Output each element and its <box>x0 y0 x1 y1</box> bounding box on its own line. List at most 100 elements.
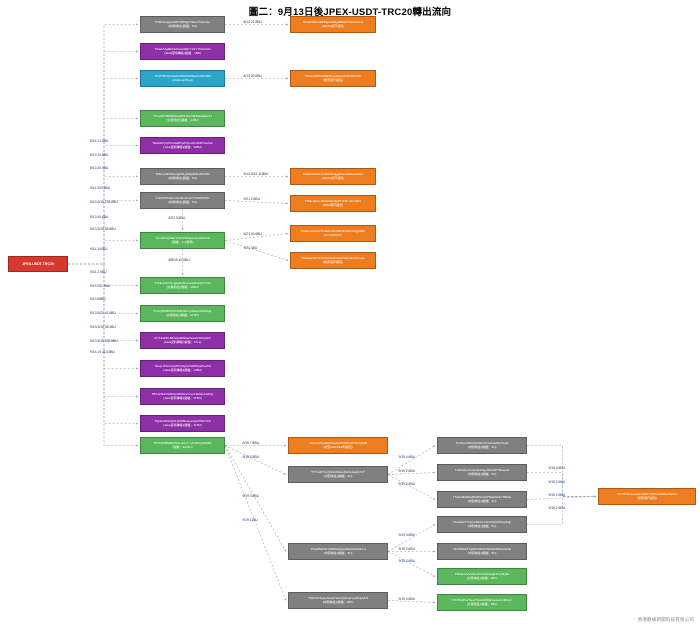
address-node[interactable]: TDEvruSbWGrutgfVRyMdiQFkDsdDVdM(中間地址)(歸屬… <box>140 168 225 185</box>
node-address: TJaXVPtKGkYmK4Rer1G2Y77fa6RrPDz <box>155 196 210 201</box>
address-node[interactable]: TQj1kxZKKqk34.4FM6hseeUqAsHWCX29(Java資料轉… <box>140 415 225 432</box>
node-address: TH4bJohLLJ9rwRnEcbte7FYFHm1Pyr6nS <box>304 199 362 204</box>
address-node[interactable]: TBTvdTsdYoM4Cp3DSDnvYxsxJJEPqUsbdrQr(Jav… <box>140 388 225 405</box>
node-address: TELXB2GXTqGDzrMVdnTEGFDWhGdamE <box>452 547 512 552</box>
edge-label: 9/14-19 413.6BU <box>90 349 115 354</box>
address-node[interactable]: TLWtSAvvVxvbufsGNqyz6GTaPT.8LqnInt(中間地址)… <box>437 464 527 481</box>
address-node[interactable]: TXGQjSkMHK6OGkBJSKCyzkEupVAsNAgL(交易地址)(歸… <box>140 305 225 322</box>
address-node[interactable]: TDVtTfPUjJetzkdxVSGP3AS9pG1hDFW8i(Unknow… <box>140 70 225 87</box>
address-node[interactable]: TAvVeArVYGGrVZE1rLYdnvhQb4OHwyDqp(中間地址)(… <box>437 516 527 533</box>
node-address: TSDVKX1QnyTemxTtwrKqVDsarVy2SNpUFS <box>307 596 369 601</box>
address-node[interactable]: TH4bJohLLJ9rwRnEcbte7FYFHm1Pyr6nS(OKX用戶錢… <box>290 195 376 212</box>
node-note: (Java資料轉帳)(歸屬：M BU) <box>163 395 202 400</box>
address-node[interactable]: TCE1nvnFsbCTLGRKsrknpSKNbdaYGVQgd9kn(ZYC… <box>290 225 376 242</box>
flow-edge <box>224 445 287 475</box>
address-node[interactable]: TSDVKX1QnyTemxTtwrKqVDsarVy2SNpUFS(中間地址)… <box>288 592 388 609</box>
node-note: (交易地址)(歸屬：4t BU) <box>166 117 199 122</box>
node-address: TDEvruSbWGrutgfVRyMdiQFkDsdDVdM <box>155 172 210 177</box>
address-node[interactable]: TS4sUUyjMkJdofAwqVjEFY1GYTtACswiG(Java資料… <box>140 43 225 60</box>
node-note: (Java資料轉帳)(歸屬：14BU) <box>163 367 202 372</box>
address-node[interactable]: TCUcUtYqp4RKOseSAHVWFloRhXzzQQiB(幣安atFic… <box>288 437 388 454</box>
edge-label: 9/19 2.6BU <box>398 559 416 563</box>
flow-edge <box>68 77 139 265</box>
node-address: TGYRYFmvupqG1rQEF7QHG tGBBqfVbGn1 <box>617 492 677 497</box>
node-address: TS4sUUyjMkJdofAwqVjEFY1GYTtACswiG <box>154 47 211 52</box>
node-note: (交易地址)(歸屬：11BU) <box>166 284 199 289</box>
address-node[interactable]: TGXmvCDbn3JsUkmHmsiCasWLTGq9t(中間地址)(歸屬：3… <box>437 437 527 454</box>
address-node[interactable]: TGYRYFmvupqG1rQEF7QHG tGBBqfVbGn1(幣安用戶錢包… <box>598 488 696 505</box>
edge-label: 9/19 2.6BU <box>398 468 416 473</box>
node-address: TGXmvCDbn3JsUkmHmsiCasWLTGq9t <box>455 441 509 446</box>
page-title: 圖二：9月13日後JPEX-USDT-TRC20轉出流向 <box>248 7 452 18</box>
node-address: TCUcUtYqp4RKOseSAHVWFloRhXzzQQiB <box>309 441 367 446</box>
flow-edge <box>68 199 139 265</box>
edge-label: 9/19 2.6BU <box>398 546 416 551</box>
flow-edge <box>387 551 436 577</box>
address-node[interactable]: TsYb1wDFUEPszQZMkkwVeruZsXFbaXpF(Java資料轉… <box>140 332 225 349</box>
node-address: TBTvdTsdYoM4Cp3DSDnvYxsxJJEPqUsbdrQr <box>151 392 214 397</box>
edge-label: 9/19 3.6BU <box>242 493 260 498</box>
address-node[interactable]: TzkvpJTZvvvcpvHhnXijxVzSWDKpdVucbN(Java資… <box>140 360 225 377</box>
node-note: (幣安用戶錢包) <box>323 77 343 82</box>
address-node[interactable]: TVNkuoXGYLqgrqkbjbUvnsqkSnFphYzQb(交易地址)(… <box>140 277 225 294</box>
address-node[interactable]: TJaXVPtKGkYmK4Rer1G2Y77fa6RrPDz(中間地址)(歸屬… <box>140 192 225 209</box>
node-note: (OKX用戶錢包) <box>322 202 344 207</box>
edge-label: 9/14-9/21 118BU <box>243 171 269 176</box>
edge-label: 9/19 4.6BU <box>548 466 566 470</box>
node-note: (中間地址)(歸屬：5U) <box>467 471 497 476</box>
node-address: THsGJ3RPhGSRtHLexSGAsTuDMzZVSK <box>305 74 361 79</box>
address-node[interactable]: TWfqJuvVUvdhvd7hudGkwAjjz1Hy5ZyBs(交易地址)(… <box>437 568 527 585</box>
node-note: (Java資料轉帳)(歸屬：1t BU) <box>163 422 202 427</box>
node-address: TVkp8SEXGYeZtWvdngqnE3gSdVwhkJ.4 <box>310 547 366 552</box>
node-note: (UnknownHost) <box>172 77 193 82</box>
node-address: TTTG3rtTrruYjSAtURtwnNGSGkppGTJY <box>311 470 365 475</box>
node-note: (歸屬：1+3資料) <box>171 239 194 244</box>
node-address: TQj1kxZKKqk34.4FM6hseeUqAsHWCX29 <box>154 419 211 424</box>
address-node[interactable]: TFZwCGSGL7mAhrWhQggTuevnSAueGvdxn(MEXC用戶… <box>290 168 376 185</box>
node-address: JPEX-USDT-TRC20 <box>22 261 54 266</box>
node-address: TEsRdtVjYq5XUAVaHqLKXpuzK1dnR72uZwn <box>152 141 213 146</box>
node-note: (中間地址)(歸屬：6U) <box>323 473 353 478</box>
address-node[interactable]: TNGkpu3DT1LRDVGsbJFinAKrSEX1iKNPGuen(幣安用… <box>290 252 376 269</box>
edge-label: 9/21 40.6BU <box>243 232 262 236</box>
flow-edge <box>68 144 139 265</box>
edge-label: 9/19 2.6BU <box>548 493 566 497</box>
node-address: TFZwCGSGL7mAhrWhQggTuevnSAueGvdxn <box>302 172 364 177</box>
address-node[interactable]: TH8rGvUgpqvW87cB6Qj1Y6ieeThAwU1p(中間地址)(歸… <box>140 16 225 33</box>
node-address: TDVtTfPUjJetzkdxVSGP3AS9pG1hDFW8i <box>154 74 211 79</box>
edge-label: 9/19 2.6BU <box>242 455 260 459</box>
edge-label: 9/14 253.6BU <box>90 186 111 191</box>
edge-label: 9/14 140BU <box>90 247 108 252</box>
edge-label: 9/21 2.6BU <box>243 197 261 201</box>
edge-label: 9/13-9/19 68.6BU <box>90 227 116 232</box>
edge-label: 9/19 11BU <box>242 518 258 522</box>
node-note: (中間地址)(歸屬：8U) <box>168 23 197 28</box>
edge-label: 9/19 251.6BU <box>90 283 111 288</box>
address-node[interactable]: TRVQ5dBN8ZLHGiLdssyT nyhzBcQsW8AD(歸屬：22t… <box>140 437 225 454</box>
node-note: (Java資料轉帳)(歸屬：12BU) <box>163 144 202 149</box>
node-note: (幣安用戶錢包) <box>323 259 343 264</box>
address-node[interactable]: THsGJ3RPhGSRtHLexSGAsTuDMzZVSK(幣安用戶錢包) <box>290 70 376 87</box>
node-address: TJKHFyRGvTwuzYfpG4RRQLFedeehJ4R1yC <box>451 598 513 603</box>
flow-edge <box>224 445 287 552</box>
address-node[interactable]: TKGkHdHcGMHRgdCMbykRRaZ7RwiYwom1(MEXC用戶錢… <box>290 16 376 33</box>
address-node[interactable]: TJKHFyRGvTwuzYfpG4RRQLFedeehJ4R1yC(交易地址)… <box>437 594 527 611</box>
node-note: (中間地址)(歸屬：5U) <box>467 550 497 555</box>
node-note: (中間地址)(歸屬：3U) <box>467 498 497 503</box>
edge-label: 9/19 2.6BU <box>548 479 566 484</box>
flow-edge <box>224 240 289 261</box>
edge-label: 8/13 20.6BU <box>90 152 109 157</box>
address-node[interactable]: TVkp8SEXGYeZtWvdngqnE3gSdVwhkJ.4(中間地址)(歸… <box>288 543 388 560</box>
address-node[interactable]: TTsqFdZGDsvBzbDSuALPTAsjrGNLrTB2vE(中間地址)… <box>437 491 527 508</box>
flow-edge <box>387 600 436 604</box>
flow-edge <box>68 239 139 265</box>
node-address: TH8rGvUgpqvW87cB6Qj1Y6ieeThAwU1p <box>154 20 211 25</box>
address-node[interactable]: TTTG3rtTrruYjSAtURtwnNGSGkppGTJY(中間地址)(歸… <box>288 466 388 483</box>
edge-label: 9/13-9/19 332.6BU <box>90 338 118 343</box>
address-node[interactable]: TELXB2GXTqGDzrMVdnTEGFDWhGdamE(中間地址)(歸屬：… <box>437 543 527 560</box>
address-node[interactable]: TLGrkHcQWkuYFQ7cVkSysv1LuMuYtxG(歸屬：1+3資料… <box>140 232 225 249</box>
root-node[interactable]: JPEX-USDT-TRC20 <box>8 256 68 272</box>
flow-edge <box>68 263 139 287</box>
address-node[interactable]: TEsRdtVjYq5XUAVaHqLKXpuzK1dnR72uZwn(Java… <box>140 137 225 154</box>
address-node[interactable]: TCxgXKH6P8MXnoMF1XN CJkZ1kAaRavH(交易地址)(歸… <box>140 110 225 127</box>
